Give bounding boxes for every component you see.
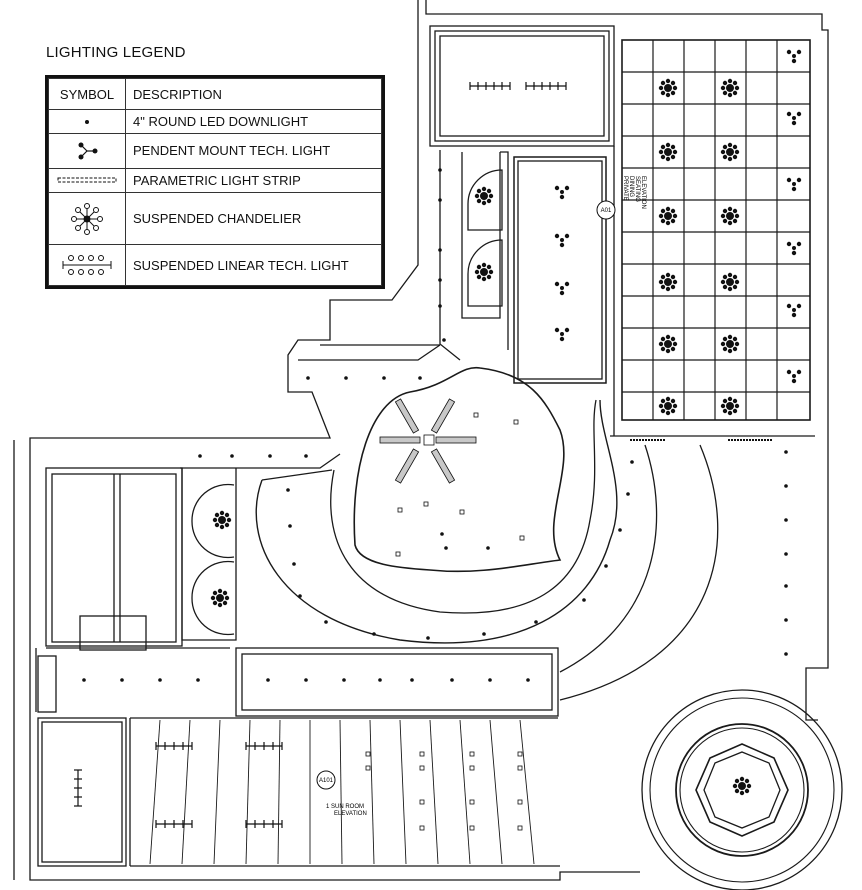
legend-description: SUSPENDED LINEAR TECH. LIGHT xyxy=(125,244,382,286)
legend-description: SUSPENDED CHANDELIER xyxy=(125,191,382,246)
legend-row: PENDENT MOUNT TECH. LIGHT xyxy=(48,133,382,169)
linear-tech-lights xyxy=(74,82,567,828)
downlights xyxy=(82,168,788,682)
callout-a01-label-1: PRIVATE xyxy=(622,176,628,201)
light-strip-icon xyxy=(48,167,126,193)
chandeliers xyxy=(210,78,752,796)
callout-a01-label-4: ELEVATION xyxy=(640,176,646,209)
legend-title: LIGHTING LEGEND xyxy=(46,44,186,61)
legend-row: PARAMETRIC LIGHT STRIP xyxy=(48,167,382,193)
elevation-callout-a01[interactable]: A01 PRIVATE DINING SEATING ELEVATION xyxy=(596,176,646,220)
elevation-callout-a101[interactable]: A101 1 SUN ROOM ELEVATION xyxy=(316,770,367,817)
legend-description: PENDENT MOUNT TECH. LIGHT xyxy=(125,133,382,169)
linear-tech-light-icon xyxy=(48,244,126,286)
callout-a101-tag: A101 xyxy=(319,778,334,784)
legend-header-description: DESCRIPTION xyxy=(125,78,382,110)
grid-room-tiles xyxy=(622,40,810,420)
lighting-legend: SYMBOL DESCRIPTION 4" ROUND LED DOWNLIGH… xyxy=(45,75,385,289)
legend-description: PARAMETRIC LIGHT STRIP xyxy=(125,167,382,193)
legend-row: SUSPENDED LINEAR TECH. LIGHT xyxy=(48,244,382,286)
callout-a101-label-2: ELEVATION xyxy=(334,811,367,817)
legend-table: SYMBOL DESCRIPTION 4" ROUND LED DOWNLIGH… xyxy=(48,78,382,286)
pendent-tech-light-icon xyxy=(48,133,126,169)
callout-a01-label-2: DINING xyxy=(628,176,634,197)
legend-header-row: SYMBOL DESCRIPTION xyxy=(48,78,382,110)
callout-a01-tag: A01 xyxy=(601,208,612,214)
legend-row: 4" ROUND LED DOWNLIGHT xyxy=(48,108,382,135)
legend-description: 4" ROUND LED DOWNLIGHT xyxy=(125,108,382,135)
downlight-dot-icon xyxy=(48,108,126,135)
bar-radial-light-strips xyxy=(379,398,477,484)
wall-lines xyxy=(13,0,843,890)
pendent-tech-lights xyxy=(554,49,802,384)
callout-a101-label-1: 1 SUN ROOM xyxy=(326,804,364,810)
legend-row: SUSPENDED CHANDELIER xyxy=(48,191,382,246)
callout-a01-label-3: SEATING xyxy=(634,176,640,202)
chandelier-icon xyxy=(48,191,126,246)
booth-arcs xyxy=(191,169,503,636)
legend-header-symbol: SYMBOL xyxy=(48,78,126,110)
bar-square-lights xyxy=(365,412,525,831)
